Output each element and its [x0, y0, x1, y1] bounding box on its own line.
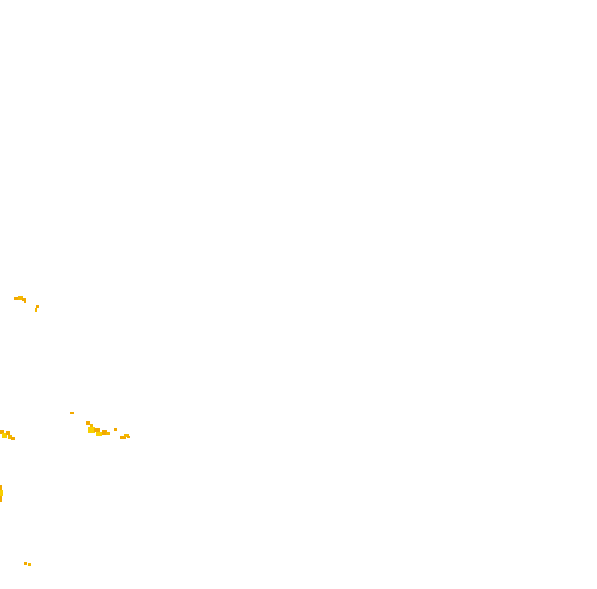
precip-cluster-5: [24, 562, 31, 566]
precip-cell: [8, 435, 12, 439]
precip-cell: [18, 296, 23, 300]
precip-cell: [120, 436, 126, 439]
precip-cluster-3: [0, 430, 15, 440]
precip-cluster-4: [0, 485, 3, 502]
precip-cell: [24, 301, 26, 303]
precip-cluster-1: [14, 296, 39, 312]
precip-cell: [88, 427, 95, 433]
precip-cell: [96, 432, 102, 436]
precip-cell: [35, 308, 37, 312]
precip-cell: [6, 431, 10, 435]
precip-cell: [14, 297, 18, 300]
precip-cell: [36, 305, 39, 308]
precip-cell: [0, 496, 2, 502]
precip-cell: [2, 433, 7, 438]
precip-cell: [0, 430, 4, 434]
precip-cell: [86, 421, 90, 425]
precip-cell: [0, 485, 2, 490]
precip-cell: [127, 436, 130, 438]
precip-cell: [22, 298, 26, 301]
precip-cell: [11, 437, 15, 440]
precip-cell: [94, 428, 100, 432]
precip-cell: [90, 424, 93, 427]
precip-cell: [70, 412, 74, 414]
precip-cell: [0, 490, 3, 496]
precip-cell: [106, 432, 110, 435]
precip-cell: [114, 428, 117, 431]
precip-cell: [124, 434, 129, 437]
precip-cell: [28, 563, 31, 566]
precip-cell: [102, 430, 107, 435]
precip-cell: [24, 562, 27, 565]
precip-cluster-2: [70, 412, 130, 439]
